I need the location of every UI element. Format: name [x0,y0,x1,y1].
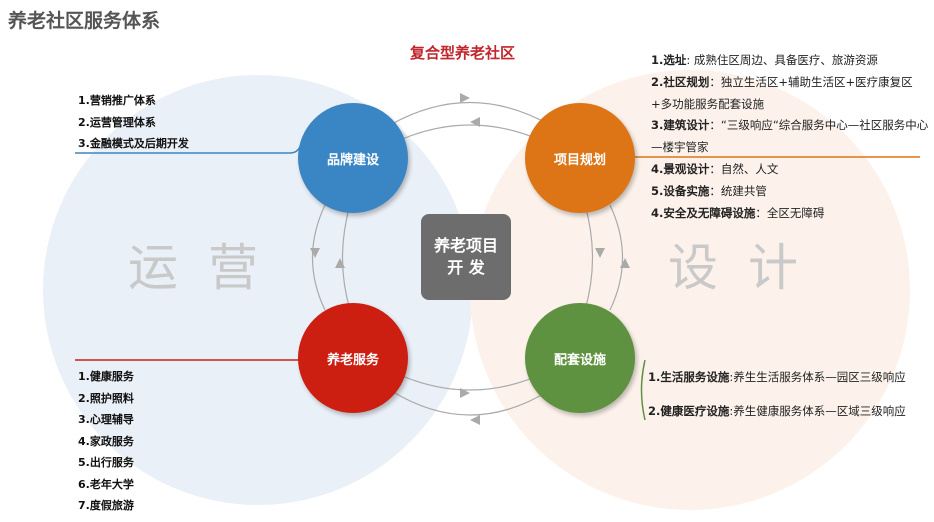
list-item: 2.健康医疗设施:养生健康服务体系—区域三级响应 [648,403,906,418]
list-item: 1.营销推广体系 [78,94,156,107]
list-item: 3.心理辅导 [78,413,134,426]
center-line1: 养老项目 [433,236,498,255]
center-line2: 开 发 [447,258,485,277]
elderly-list: 1.健康服务 2.照护照料 3.心理辅导 4.家政服务 5.出行服务 6.老年大… [78,366,134,517]
list-item: 6.老年大学 [78,477,134,491]
list-item: 4.景观设计：自然、人文 [651,161,779,176]
list-item: 4.安全及无障碍设施：全区无障碍 [651,205,825,220]
design-label: 设计 [668,239,828,297]
list-item: 1.生活服务设施:养生生活服务体系—园区三级响应 [648,370,906,384]
diagram-subtitle: 复合型养老社区 [410,44,516,62]
arrow-heads [310,93,630,425]
list-item: 4.家政服务 [78,434,134,448]
facilities-list: 1.生活服务设施:养生生活服务体系—园区三级响应 2.健康医疗设施:养生健康服务… [648,367,934,423]
planning-list: 1.选址: 成熟住区周边、具备医疗、旅游资源 2.社区规划：独立生活区+辅助生活… [651,50,931,224]
operations-label: 运营 [128,239,288,297]
list-item: 5.出行服务 [78,456,134,469]
list-item: 3.建筑设计：“三级响应“综合服务中心—社区服务中心—楼宇管家 [651,118,929,155]
page-title: 养老社区服务体系 [8,10,161,32]
list-item: 3.金融模式及后期开发 [78,137,189,150]
node-facilities[interactable]: 配套设施 [525,303,635,413]
list-item: 2.社区规划：独立生活区+辅助生活区+医疗康复区+多功能服务配套设施 [651,74,913,111]
node-elderly-service[interactable]: 养老服务 [298,303,408,413]
list-item: 1.选址: 成熟住区周边、具备医疗、旅游资源 [651,53,878,67]
node-planning[interactable]: 项目规划 [525,103,635,213]
center-box[interactable]: 养老项目 开 发 [421,214,511,300]
cycle-arrows [312,101,623,416]
list-item: 5.设备实施：统建共管 [651,183,767,198]
node-brand[interactable]: 品牌建设 [298,103,408,213]
list-item: 2.照护照料 [78,391,134,405]
list-item: 7.度假旅游 [78,499,134,512]
list-item: 2.运营管理体系 [78,115,156,129]
list-item: 1.健康服务 [78,370,134,383]
brand-list: 1.营销推广体系 2.运营管理体系 3.金融模式及后期开发 [78,90,189,155]
